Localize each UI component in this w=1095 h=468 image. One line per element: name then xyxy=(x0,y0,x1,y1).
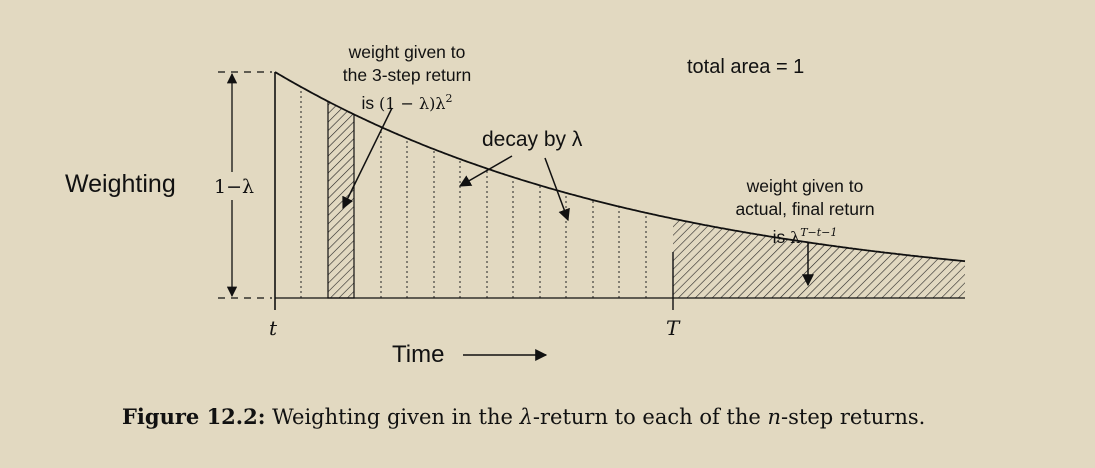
three-step-weight-bar xyxy=(327,100,355,299)
final-return-annotation-line2: actual, final return xyxy=(735,199,875,219)
decay-pointer-arrow-left xyxy=(458,155,513,187)
decay-label: decay by λ xyxy=(482,128,583,151)
decay-pointer-arrow-right xyxy=(544,157,570,222)
final-return-annotation-line3: is λT−t−1 xyxy=(772,226,838,247)
x-axis-label: Time xyxy=(392,341,445,368)
y-axis-label: Weighting xyxy=(65,170,176,198)
figure-caption: Figure 12.2: Weighting given in the λ-re… xyxy=(122,404,926,429)
three-step-annotation-line2: the 3-step return xyxy=(342,65,472,85)
final-return-annotation-line1: weight given to xyxy=(746,176,864,196)
one-minus-lambda-label: 1−λ xyxy=(212,176,257,198)
caption-label: Figure 12.2: xyxy=(122,404,266,429)
t-label: t xyxy=(269,316,278,340)
three-step-annotation-line1: weight given to xyxy=(348,42,466,62)
three-step-annotation: weight given to the 3-step return is (1 … xyxy=(343,41,471,115)
final-return-annotation: weight given to actual, final return is … xyxy=(735,175,874,249)
T-label: T xyxy=(666,316,680,340)
three-step-pointer-arrow xyxy=(342,107,393,210)
three-step-annotation-line3: is (1 − λ)λ2 xyxy=(361,92,453,113)
total-area-label: total area = 1 xyxy=(687,56,805,78)
final-return-tail-area xyxy=(673,218,965,298)
decay-curve xyxy=(274,71,966,263)
